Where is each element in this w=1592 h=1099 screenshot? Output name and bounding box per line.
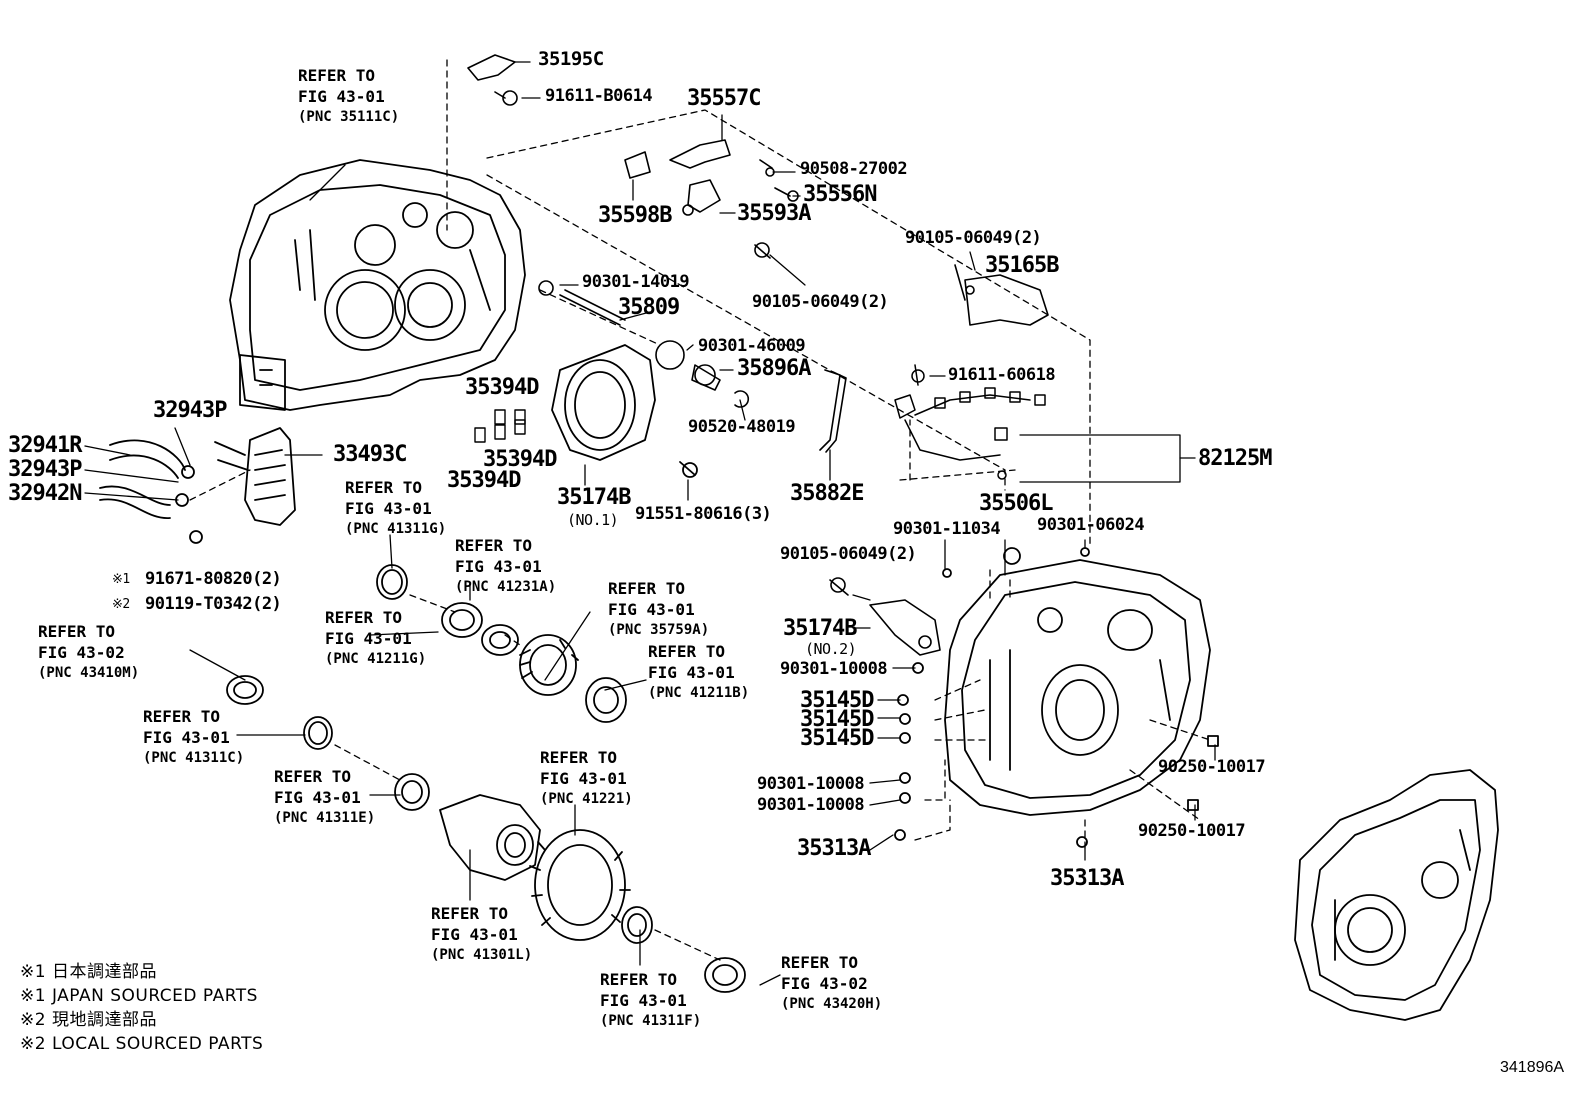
part-sublabel-no2: (NO.2) (805, 640, 857, 658)
note-japan-en: ※1 JAPAN SOURCED PARTS (20, 986, 258, 1006)
part-label-90301-10008-b: 90301-10008 (757, 774, 865, 794)
part-label-90508-27002: 90508-27002 (800, 159, 908, 179)
part-label-32942n: 32942N (8, 481, 82, 506)
part-label-32943p-a: 32943P (153, 398, 227, 423)
part-label-35313a-b: 35313A (1050, 866, 1124, 891)
parking-rod (538, 280, 847, 453)
parking-lock-parts (467, 54, 799, 259)
part-label-35556n: 35556N (803, 182, 877, 207)
part-label-90250-10017-b: 90250-10017 (1138, 821, 1246, 841)
part-label-35394d-a: 35394D (465, 375, 539, 400)
legend-notes: ※1 日本調達部品 ※1 JAPAN SOURCED PARTS ※2 現地調達… (20, 960, 263, 1056)
part-label-90301-10008-c: 90301-10008 (757, 795, 865, 815)
part-label-35195c: 35195C (538, 48, 604, 70)
part-label-35809: 35809 (618, 295, 680, 320)
part-label-90119-t0342: 90119-T0342(2) (145, 594, 282, 614)
part-label-35506l: 35506L (979, 491, 1053, 516)
part-label-90520-48019: 90520-48019 (688, 417, 796, 437)
part-label-91551-80616: 91551-80616(3) (635, 504, 772, 524)
oil-cooler-33493c (214, 427, 296, 526)
part-label-90301-14019: 90301-14019 (582, 272, 690, 292)
part-label-91611-b0614: 91611-B0614 (545, 86, 653, 106)
part-label-90105-06049-c: 90105-06049(2) (780, 544, 917, 564)
differential-assembly (439, 794, 746, 993)
part-label-90301-06024: 90301-06024 (1037, 515, 1145, 535)
part-label-35174b-no1: 35174B (557, 485, 631, 510)
part-label-35557c: 35557C (687, 86, 761, 111)
part-label-35394d-c: 35394D (447, 468, 521, 493)
transaxle-housing-right (894, 547, 1219, 848)
figure-id: 341896A (1500, 1059, 1565, 1076)
part-label-35145d-c: 35145D (800, 726, 874, 751)
reference-thumbnail (1294, 769, 1499, 1021)
part-label-35896a: 35896A (737, 356, 811, 381)
cover-35174b-no1 (551, 344, 698, 478)
part-label-90301-10008-a: 90301-10008 (780, 659, 888, 679)
part-sublabel-no1: (NO.1) (567, 511, 619, 529)
part-label-90250-10017-a: 90250-10017 (1158, 757, 1266, 777)
cover-35174b-no2 (829, 577, 941, 656)
part-label-35598b: 35598B (598, 203, 672, 228)
part-label-90301-46009: 90301-46009 (698, 336, 806, 356)
part-label-32943p-b: 32943P (8, 457, 82, 482)
cooler-hoses (99, 439, 203, 544)
bearings-and-gears (226, 564, 627, 811)
part-label-91671-80820: 91671-80820(2) (145, 569, 282, 589)
part-label-32941r: 32941R (8, 433, 82, 458)
part-label-35174b-no2: 35174B (783, 616, 857, 641)
mark-1: ※1 (112, 572, 130, 587)
part-label-35313a-a: 35313A (797, 836, 871, 861)
note-local-en: ※2 LOCAL SOURCED PARTS (20, 1034, 264, 1054)
note-local-jp: ※2 現地調達部品 (20, 1010, 157, 1030)
part-label-35593a: 35593A (737, 201, 811, 226)
transaxle-case-housing (229, 159, 526, 411)
sensor-bracket (954, 264, 1049, 326)
wire-harness-82125m (894, 364, 1046, 480)
part-label-90301-11034: 90301-11034 (893, 519, 1001, 539)
part-label-35394d-b: 35394D (483, 447, 557, 472)
part-label-33493c: 33493C (333, 442, 407, 467)
part-label-91611-60618: 91611-60618 (948, 365, 1056, 385)
part-label-90105-06049-b: 90105-06049(2) (752, 292, 889, 312)
part-label-35165b: 35165B (985, 253, 1059, 278)
part-label-35145d-a: 35145D (800, 688, 874, 713)
part-label-35145d-b: 35145D (800, 707, 874, 732)
part-label-35882e: 35882E (790, 481, 864, 506)
mark-2: ※2 (112, 597, 130, 612)
part-label-90105-06049-a: 90105-06049(2) (905, 228, 1042, 248)
note-japan-jp: ※1 日本調達部品 (20, 962, 157, 982)
tabs-35394d (474, 409, 526, 443)
part-label-82125m: 82125M (1198, 446, 1272, 471)
